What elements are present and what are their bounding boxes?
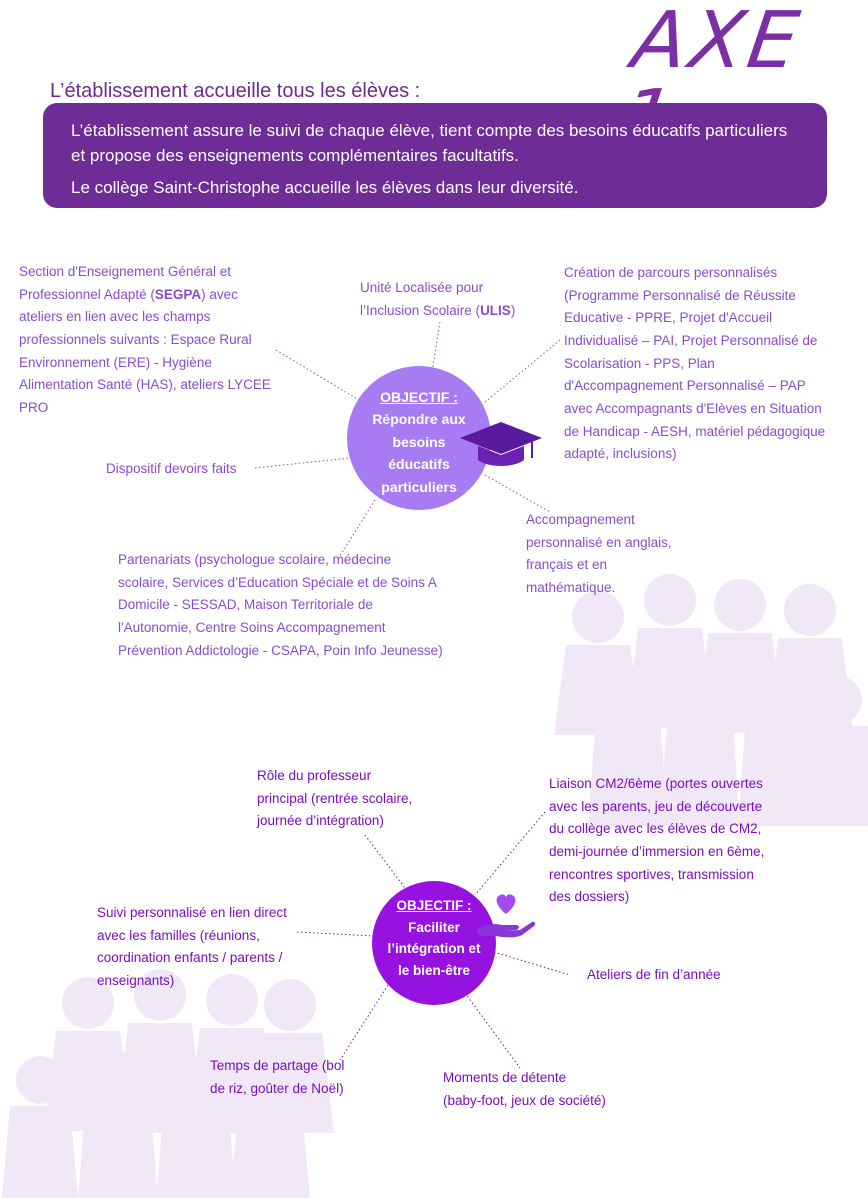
node-text: demi-journée d’immersion en 6ème, xyxy=(549,844,765,860)
objective-1-label: OBJECTIF : xyxy=(380,389,458,405)
node-liaison: Liaison CM2/6ème (portes ouvertes avec l… xyxy=(549,773,809,909)
node-text: Prévention Addictologie - CSAPA, Poin In… xyxy=(118,642,443,658)
graduation-cap-icon xyxy=(460,422,542,466)
node-text: Professionnel Adapté ( xyxy=(19,286,155,302)
node-detente: Moments de détente (baby-foot, jeux de s… xyxy=(443,1067,663,1112)
node-text: des dossiers) xyxy=(549,889,630,905)
intro-box: L’établissement assure le suivi de chaqu… xyxy=(43,103,827,208)
node-partenariats: Partenariats (psychologue scolaire, méde… xyxy=(118,549,478,662)
objective-1-line-3: éducatifs xyxy=(388,456,450,473)
node-keyword-segpa: SEGPA xyxy=(154,286,202,302)
node-text: Accompagnement xyxy=(526,512,635,527)
node-text: de riz, goûter de Noël) xyxy=(210,1080,344,1096)
objective-2-line-2: l’intégration et xyxy=(387,941,481,957)
node-text: Unité Localisée pour xyxy=(360,280,484,295)
node-text: ateliers en lien avec les champs xyxy=(19,309,211,325)
node-partage: Temps de partage (bol de riz, goûter de … xyxy=(210,1055,380,1100)
node-accompagnement: Accompagnement personnalisé en anglais, … xyxy=(526,509,706,600)
node-text: Alimentation Santé (HAS), ateliers LYCEE xyxy=(19,377,271,393)
people-left-icon xyxy=(2,969,334,1198)
objective-2-circle: OBJECTIF : Faciliter l’intégration et le… xyxy=(372,881,496,1005)
node-text: ) xyxy=(510,302,516,318)
node-text: Suivi personnalisé en lien direct xyxy=(97,905,287,920)
node-text: principal (rentrée scolaire, xyxy=(257,790,413,806)
intro-paragraph-2: Le collège Saint-Christophe accueille le… xyxy=(71,178,579,198)
node-text: Section d'Enseignement Général et xyxy=(19,264,231,279)
node-text: ) avec xyxy=(201,286,238,302)
node-text: du collège avec les élèves de CM2, xyxy=(549,821,762,837)
node-parcours: Création de parcours personnalisés (Prog… xyxy=(564,262,854,466)
node-text: avec les parents, jeu de découverte xyxy=(549,798,763,814)
node-text: Environnement (ERE) - Hygiène xyxy=(19,354,212,370)
node-text: français et en xyxy=(526,557,608,573)
objective-2-line-3: le bien-être xyxy=(397,962,471,978)
node-text: avec Accompagnants d'Elèves en Situation xyxy=(564,401,822,417)
node-text: Création de parcours personnalisés xyxy=(564,265,778,280)
node-text: mathématique. xyxy=(526,580,616,596)
node-ateliers: Ateliers de fin d’année xyxy=(587,967,721,982)
node-text: Moments de détente xyxy=(443,1070,567,1085)
objective-2-line-1: Faciliter xyxy=(408,919,460,935)
node-text: Rôle du professeur xyxy=(257,768,372,783)
node-keyword-ulis: ULIS xyxy=(480,302,511,318)
node-text: Individualisé – PAI, Projet Personnalisé… xyxy=(564,333,818,349)
node-suivi: Suivi personnalisé en lien direct avec l… xyxy=(97,902,327,993)
node-text: Educative - PPRE, Projet d'Accueil xyxy=(564,310,773,326)
node-text: coordination enfants / parents / xyxy=(97,950,283,966)
node-text: Scolarisation - PPS, Plan xyxy=(564,355,715,371)
intro-paragraph-1: L’établissement assure le suivi de chaqu… xyxy=(71,121,788,165)
node-text: scolaire, Services d’Education Spéciale … xyxy=(118,574,437,590)
node-text: d'Accompagnement Personnalisé – PAP xyxy=(564,378,806,394)
heart-hand-icon xyxy=(476,894,536,938)
node-text: adapté, inclusions) xyxy=(564,446,677,462)
node-text: Domicile - SESSAD, Maison Territoriale d… xyxy=(118,597,373,613)
node-text: professionnels suivants : Espace Rural xyxy=(19,332,252,348)
node-text: personnalisé en anglais, xyxy=(526,534,672,550)
node-text: l’Inclusion Scolaire ( xyxy=(360,302,481,318)
node-text: Liaison CM2/6ème (portes ouvertes xyxy=(549,776,763,791)
node-devoirs: Dispositif devoirs faits xyxy=(106,461,237,476)
objective-1-line-1: Répondre aux xyxy=(372,411,466,428)
node-segpa: Section d'Enseignement Général et Profes… xyxy=(19,261,289,420)
node-text: de Handicap - AESH, matériel pédagogique xyxy=(564,423,826,439)
people-right-icon xyxy=(554,574,868,826)
objective-1-line-2: besoins xyxy=(392,433,446,450)
node-text: Temps de partage (bol xyxy=(210,1058,345,1073)
node-text: (Programme Personnalisé de Réussite xyxy=(564,287,796,303)
objective-2-label: OBJECTIF : xyxy=(396,898,472,913)
node-text: l'Autonomie, Centre Soins Accompagnement xyxy=(118,620,386,636)
node-ulis: Unité Localisée pour l’Inclusion Scolair… xyxy=(360,277,540,322)
node-text: journée d’intégration) xyxy=(257,813,384,829)
node-text: (baby-foot, jeux de société) xyxy=(443,1092,606,1108)
node-professeur: Rôle du professeur principal (rentrée sc… xyxy=(257,765,457,833)
node-text: PRO xyxy=(19,400,49,416)
node-text: rencontres sportives, transmission xyxy=(549,866,754,882)
node-text: Partenariats (psychologue scolaire, méde… xyxy=(118,552,392,567)
node-text: avec les familles (réunions, xyxy=(97,927,260,943)
intro-title: L’établissement accueille tous les élève… xyxy=(50,80,421,102)
objective-1-line-4: particuliers xyxy=(381,478,457,495)
node-text: enseignants) xyxy=(97,973,175,989)
